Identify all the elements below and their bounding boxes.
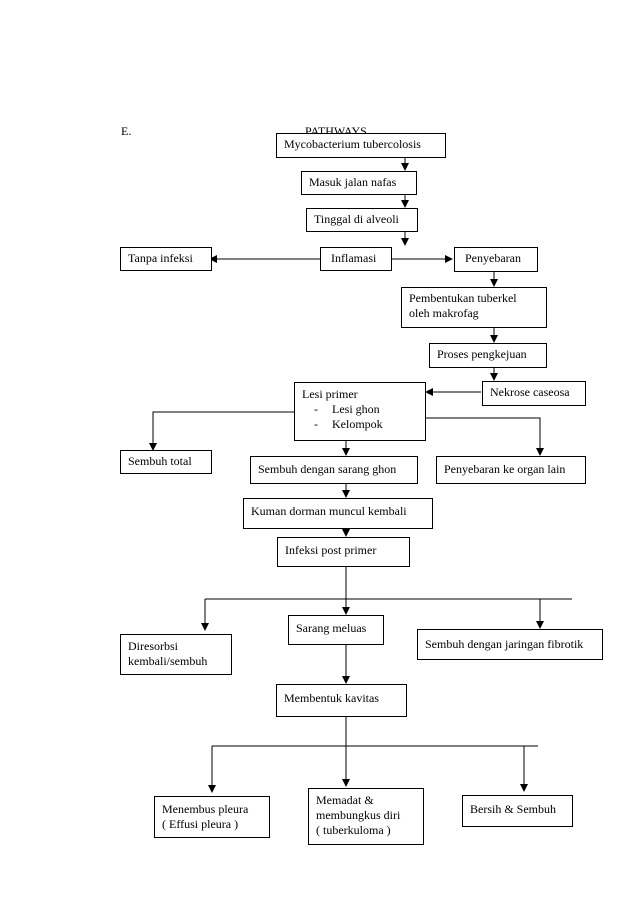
lesi-primer-item: -Kelompok: [314, 417, 383, 431]
memadat-line-3: ( tuberkuloma ): [316, 823, 391, 837]
node-tinggal-di-alveoli: Tinggal di alveoli: [306, 208, 418, 232]
lesi-primer-item-text: Lesi ghon: [332, 402, 380, 416]
menembus-line-1: Menembus pleura: [162, 802, 249, 816]
memadat-line-1: Memadat &: [316, 793, 374, 807]
node-penyebaran-organ-lain: Penyebaran ke organ lain: [436, 456, 586, 484]
node-mycobacterium: Mycobacterium tubercolosis: [276, 133, 446, 158]
menembus-line-2: ( Effusi pleura ): [162, 817, 239, 831]
diresorbsi-line-1: Diresorbsi: [128, 639, 178, 653]
node-proses-pengkejuan: Proses pengkejuan: [429, 343, 547, 368]
pembentukan-line-1: Pembentukan tuberkel: [409, 291, 517, 305]
node-menembus-pleura: Menembus pleura ( Effusi pleura ): [154, 796, 270, 838]
section-letter: E.: [121, 124, 132, 138]
node-sembuh-sarang-ghon: Sembuh dengan sarang ghon: [250, 456, 418, 484]
pembentukan-line-2: oleh makrofag: [409, 306, 479, 320]
node-lesi-primer: Lesi primer -Lesi ghon -Kelompok: [294, 382, 426, 441]
diresorbsi-line-2: kembali/sembuh: [128, 654, 208, 668]
node-inflamasi: Inflamasi: [320, 247, 392, 271]
node-sembuh-total: Sembuh total: [120, 450, 212, 474]
node-penyebaran: Penyebaran: [454, 247, 538, 272]
lesi-primer-item-text: Kelompok: [332, 417, 383, 431]
node-bersih-sembuh: Bersih & Sembuh: [462, 795, 573, 827]
node-sembuh-fibrotik: Sembuh dengan jaringan fibrotik: [417, 629, 603, 660]
node-sarang-meluas: Sarang meluas: [288, 615, 384, 645]
arrow-lesi-sembuh-total: [149, 411, 294, 451]
memadat-line-2: membungkus diri: [316, 808, 401, 822]
arrow-lesi-penyebaran-organ: [426, 417, 544, 456]
lesi-primer-title: Lesi primer: [302, 387, 358, 401]
node-diresorbsi: Diresorbsi kembali/sembuh: [120, 634, 232, 675]
node-masuk-jalan-nafas: Masuk jalan nafas: [301, 171, 417, 195]
node-infeksi-post-primer: Infeksi post primer: [277, 537, 410, 567]
node-kuman-dorman: Kuman dorman muncul kembali: [243, 498, 433, 529]
node-membentuk-kavitas: Membentuk kavitas: [276, 684, 407, 717]
node-memadat: Memadat & membungkus diri ( tuberkuloma …: [308, 788, 424, 845]
node-pembentukan-tuberkel: Pembentukan tuberkel oleh makrofag: [401, 287, 547, 328]
node-nekrose-caseosa: Nekrose caseosa: [482, 381, 586, 406]
node-tanpa-infeksi: Tanpa infeksi: [120, 247, 212, 271]
lesi-primer-item: -Lesi ghon: [314, 402, 380, 416]
